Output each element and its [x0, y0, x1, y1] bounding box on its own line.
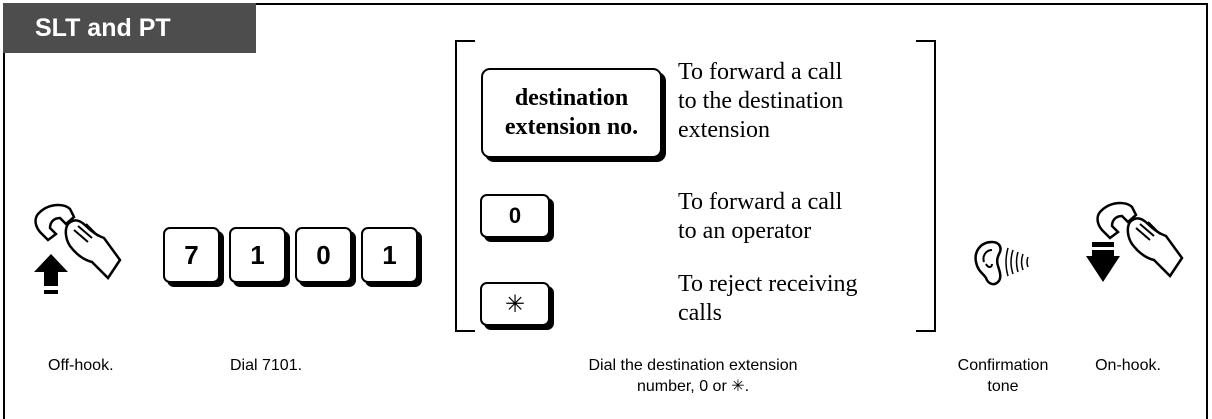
caption-on-hook: On-hook.	[1095, 357, 1161, 374]
caption-dial-destination-line2: number, 0 or ✳.	[636, 378, 750, 395]
option-destination-line3: extension	[678, 117, 770, 143]
caption-dial-destination-line1: Dial the destination extension	[588, 357, 798, 374]
dial-key-1[interactable]: 1	[229, 227, 286, 283]
caption-dial: Dial 7101.	[230, 357, 303, 374]
handset-replace-icon	[1086, 201, 1184, 282]
option-destination-line2: to the destination	[678, 88, 844, 114]
dial-key-7[interactable]: 7	[163, 227, 220, 283]
option-operator-line2: to an operator	[678, 218, 812, 244]
caption-confirmation-line2: tone	[987, 378, 1019, 395]
option-reject-line2: calls	[678, 300, 722, 326]
options-bracket-left	[455, 40, 475, 332]
option-operator-line1: To forward a call	[678, 189, 843, 215]
operator-key[interactable]: 0	[480, 194, 550, 238]
star-key[interactable]: ✳	[480, 282, 550, 326]
caption-off-hook: Off-hook.	[48, 357, 114, 374]
destination-key-line2: extension no.	[504, 114, 639, 140]
ear-tone-icon	[974, 240, 1029, 286]
handset-lift-icon	[34, 203, 122, 294]
option-reject-line1: To reject receiving	[678, 271, 858, 297]
options-bracket-right	[916, 40, 936, 332]
destination-extension-key[interactable]: destination extension no.	[481, 68, 662, 158]
destination-key-line1: destination	[514, 85, 629, 111]
dial-key-1-second[interactable]: 1	[361, 227, 418, 283]
option-destination-line1: To forward a call	[678, 59, 843, 85]
section-title: SLT and PT	[3, 3, 256, 53]
diagram-frame	[3, 3, 1208, 419]
caption-confirmation-line1: Confirmation	[957, 357, 1049, 374]
dial-key-0[interactable]: 0	[295, 227, 352, 283]
